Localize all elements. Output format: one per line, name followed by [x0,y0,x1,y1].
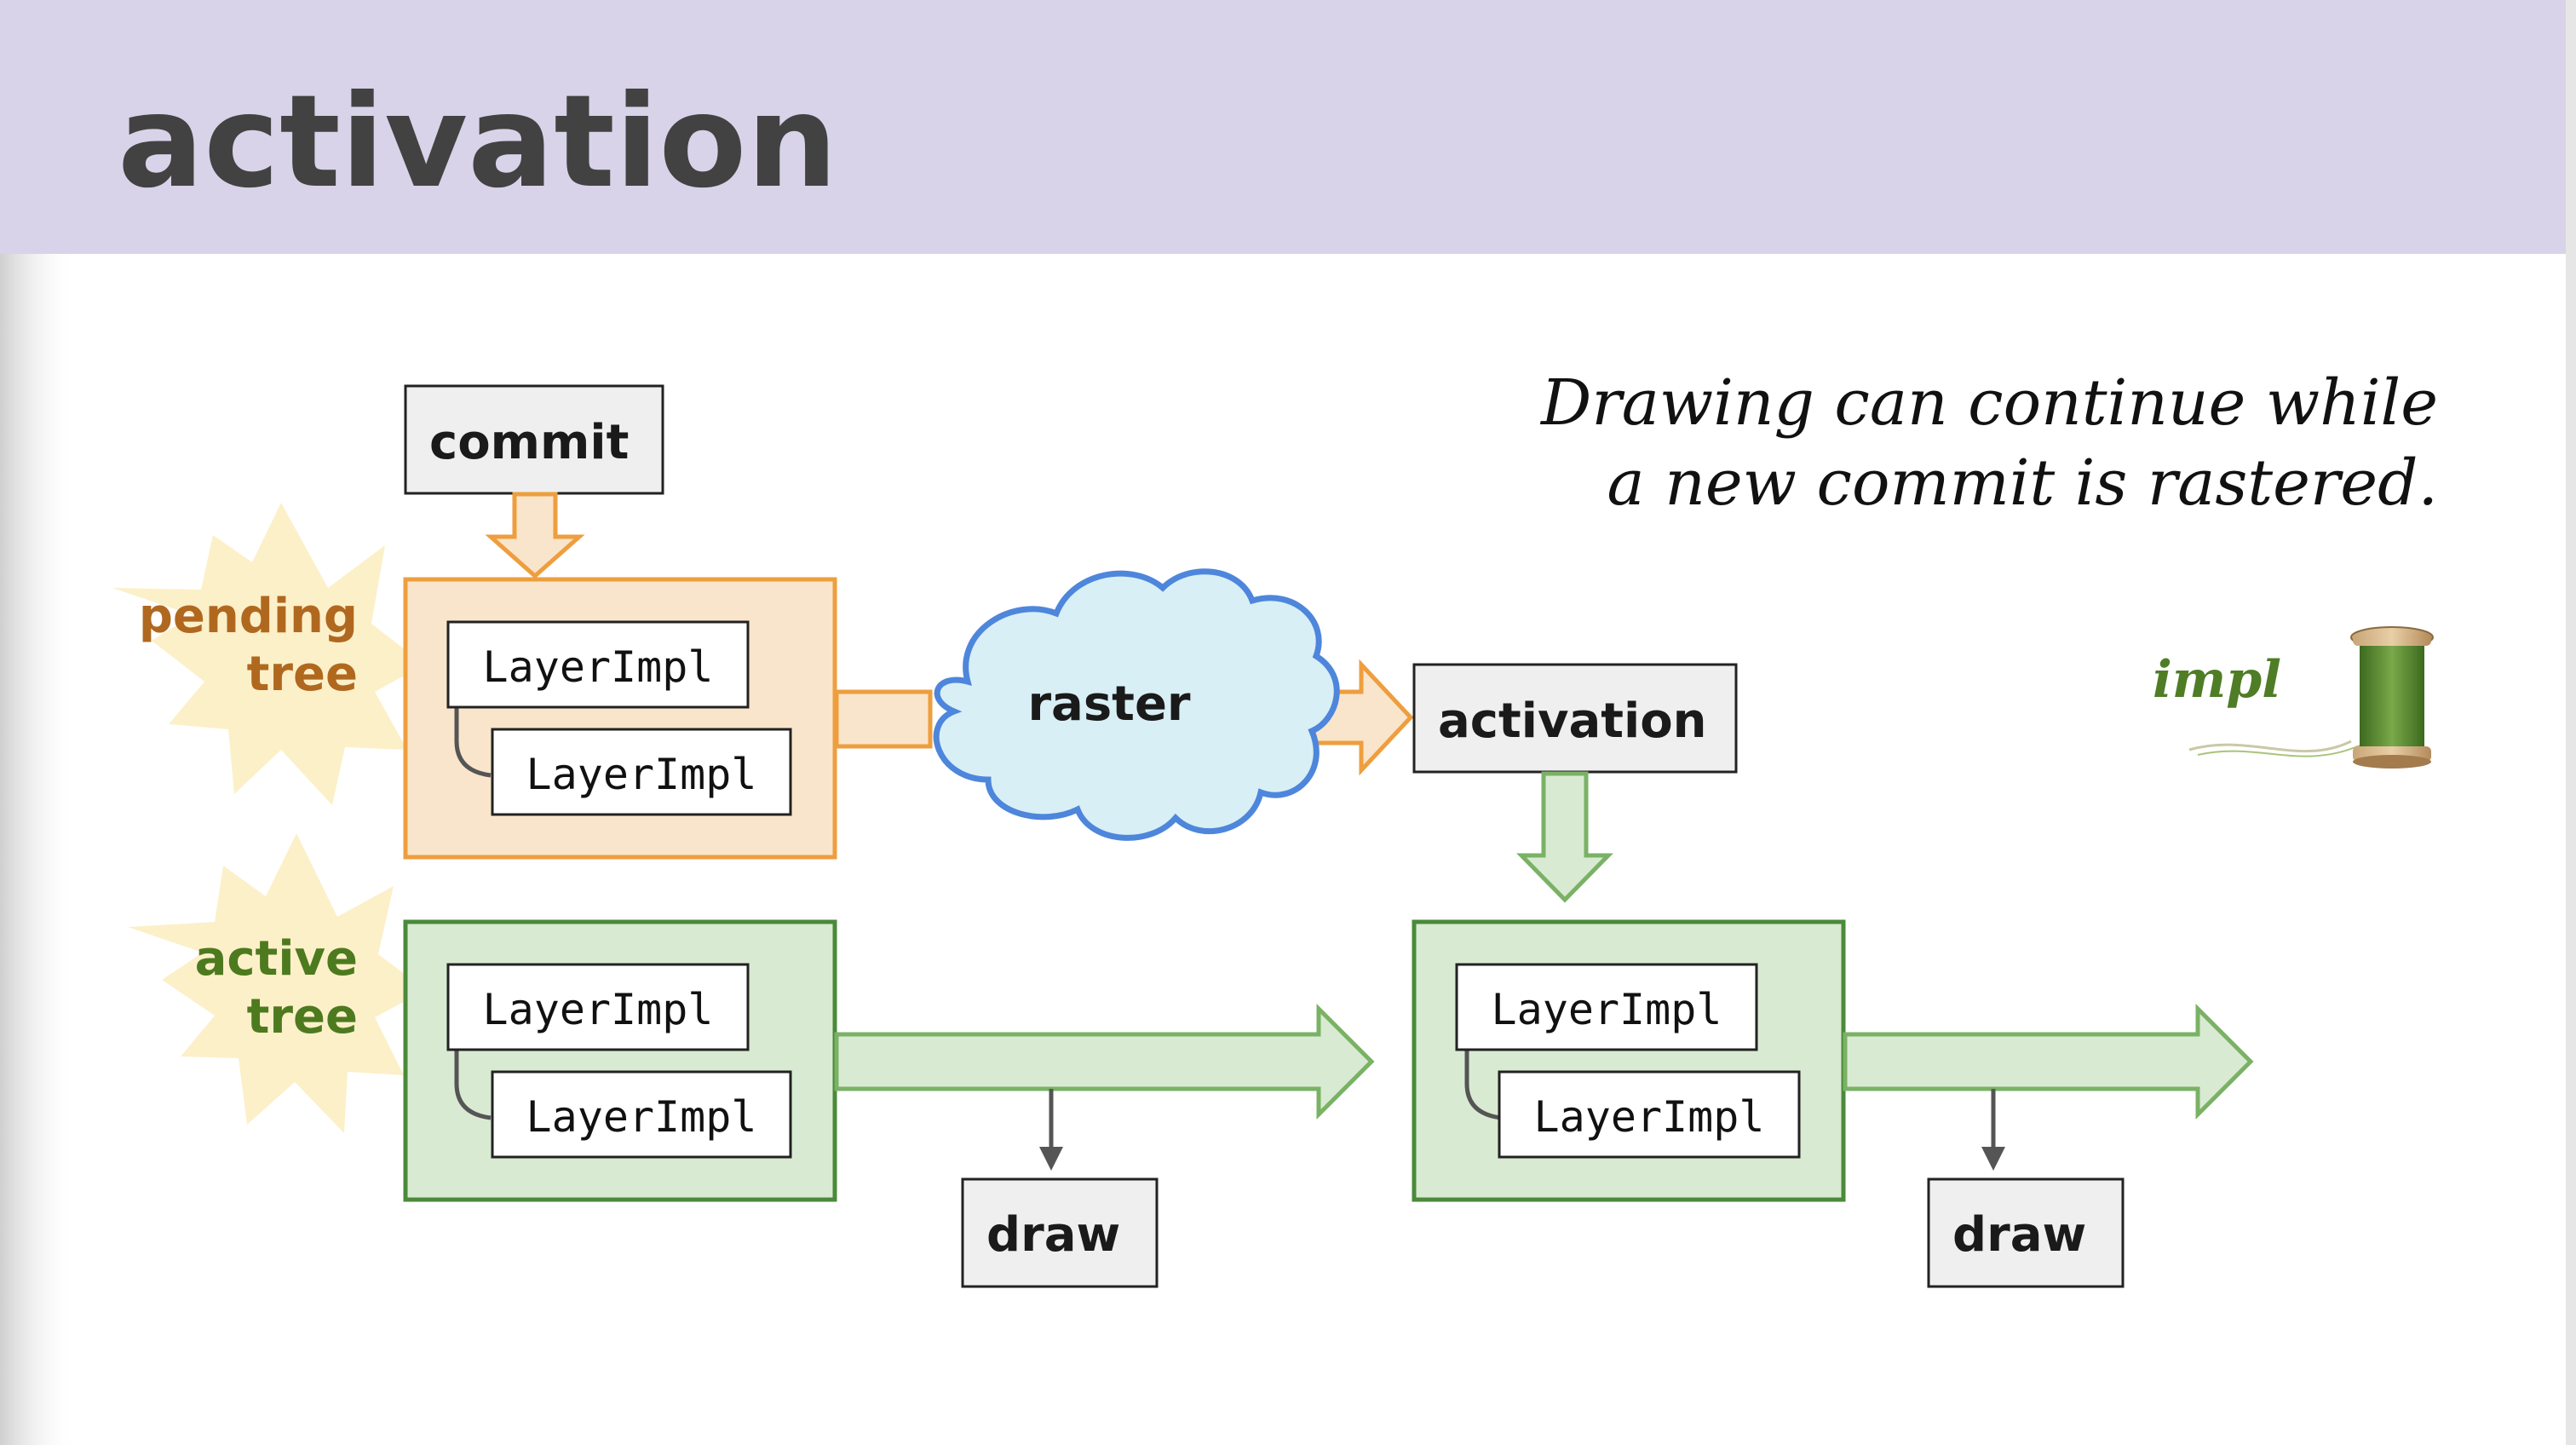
activated-layerimpl-parent [1455,963,1758,1051]
pending-tree-connector [454,707,492,778]
commit-label: commit [429,415,629,470]
header-band [0,0,2576,254]
active-tree-connector [454,1050,492,1120]
pending-layerimpl-parent-label: LayerImpl [483,642,714,692]
pending-label-line-2: tree [247,647,358,702]
pending-to-raster-arrow-icon [834,689,933,749]
draw-arrowhead-2-icon [1981,1147,2005,1171]
pending-layerimpl-child [491,728,792,816]
activation-label: activation [1438,694,1707,749]
activation-box [1412,663,1738,774]
raster-label: raster [1027,676,1190,732]
raster-cloud-icon [933,568,1340,841]
draw-box-2 [1927,1177,2125,1288]
active-tree-forward-arrow-icon [834,1003,1375,1120]
pending-layerimpl-parent [446,620,750,709]
activated-layerimpl-child [1498,1070,1801,1159]
thread-spool-icon [2188,626,2434,769]
active-layerimpl-parent [446,963,750,1051]
pending-label-line-1: pending [139,589,358,644]
pending-layerimpl-child-label: LayerImpl [526,750,757,799]
slide-title: activation [118,68,837,216]
active-starburst-icon [128,833,426,1133]
activation-down-arrow-icon [1516,771,1613,903]
activated-layerimpl-parent-label: LayerImpl [1492,985,1722,1034]
commit-down-arrow-icon [485,492,585,579]
pending-starburst-icon [112,503,424,805]
active-layerimpl-parent-label: LayerImpl [483,985,714,1034]
note-line-1: Drawing can continue while [1539,366,2438,440]
active-label-line-1: active [195,931,358,987]
draw-arrowhead-1-icon [1039,1147,1063,1171]
note-line-2: a new commit is rastered. [1607,446,2438,520]
active-layerimpl-child [491,1070,792,1159]
active-layerimpl-child-label: LayerImpl [526,1092,757,1142]
draw-label-1: draw [986,1207,1120,1263]
impl-badge-label: impl [2153,650,2281,710]
draw-box-1 [961,1177,1159,1288]
page-right-edge [2566,0,2576,1445]
draw-label-2: draw [1952,1207,2086,1263]
commit-box [404,384,664,495]
activated-layerimpl-child-label: LayerImpl [1534,1092,1765,1142]
activated-tree-forward-arrow-icon [1843,1003,2254,1120]
active-label-line-2: tree [247,989,358,1045]
activated-tree-connector [1464,1050,1502,1120]
